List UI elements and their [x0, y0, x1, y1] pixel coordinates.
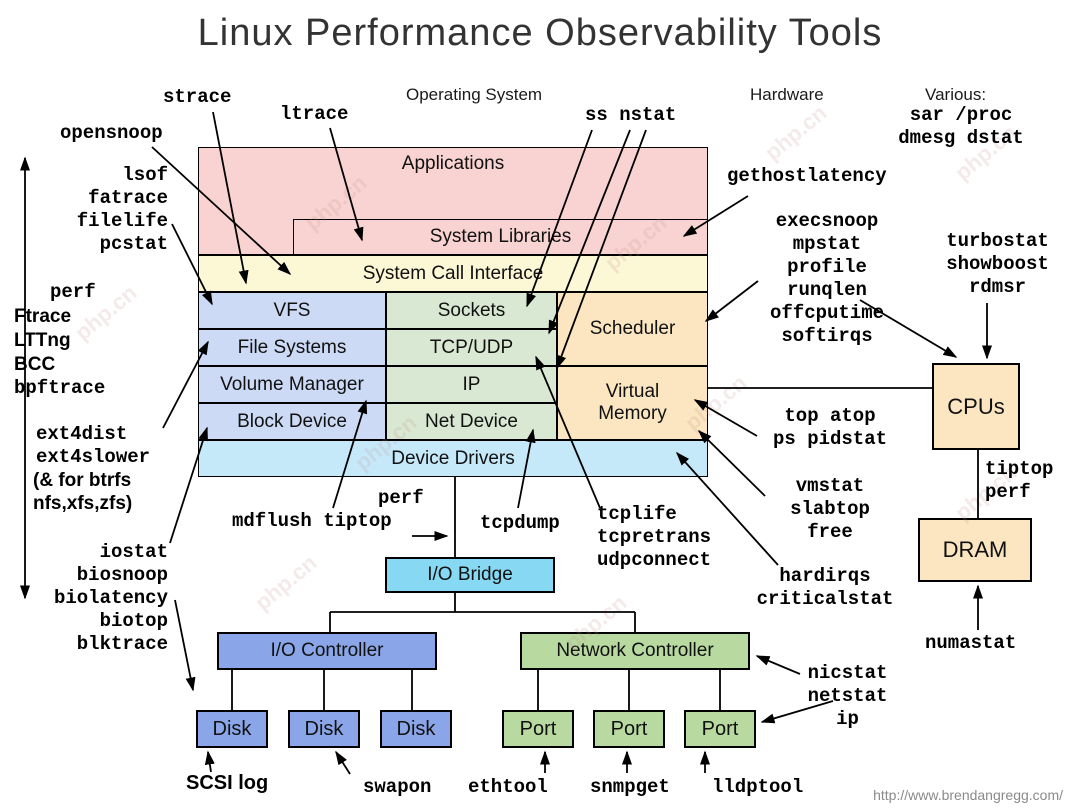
tool-tiptop-perf: tiptop perf [985, 458, 1054, 503]
box-io-bridge: I/O Bridge [385, 557, 555, 593]
header-various: Various: [925, 85, 987, 104]
page-title: Linux Performance Observability Tools [197, 12, 883, 54]
box-cpus: CPUs [932, 363, 1020, 450]
tool-tcpdump: tcpdump [480, 512, 560, 534]
box-scheduler: Scheduler [557, 292, 708, 366]
tool-irq-tools: hardirqs criticalstat [756, 565, 894, 610]
tool-ext4: ext4dist ext4slower [36, 423, 151, 468]
tool-file-tools: lsof fatrace filelife pcstat [76, 164, 168, 255]
tool-lttng: LTTng [14, 330, 71, 351]
box-net-device: Net Device [386, 403, 557, 440]
tool-strace: strace [163, 86, 232, 108]
watermark: php.cn [250, 549, 322, 616]
box-vfs: VFS [198, 292, 386, 329]
tool-gethostlatency: gethostlatency [727, 165, 887, 187]
tool-bcc: BCC [14, 354, 56, 375]
box-port-2: Port [593, 710, 665, 748]
tool-cpu-hw-tools: turbostat showboost rdmsr [946, 230, 1049, 298]
tool-perf: perf [50, 281, 96, 303]
tool-ss-nstat: ss nstat [585, 104, 677, 126]
tool-mdflush-tiptop: mdflush tiptop [232, 510, 392, 532]
tool-scsi-log: SCSI log [186, 772, 269, 794]
footer-url-line1: http://www.brendangregg.com/ [873, 787, 1063, 803]
box-network-controller: Network Controller [520, 632, 750, 670]
tool-numastat: numastat [925, 632, 1017, 654]
tool-bpftrace: bpftrace [14, 377, 106, 399]
header-operating-system: Operating System [406, 85, 543, 104]
box-system-libraries: System Libraries [293, 219, 708, 255]
tool-sched-tools: execsnoop mpstat profile runqlen offcput… [769, 210, 885, 347]
tool-proc-tools: top atop ps pidstat [772, 405, 888, 450]
box-ip: IP [386, 366, 557, 403]
tool-swapon: swapon [363, 776, 432, 798]
tool-various-tools: sar /proc dmesg dstat [898, 104, 1024, 149]
box-disk-2: Disk [288, 710, 360, 748]
box-port-1: Port [502, 710, 574, 748]
box-sockets: Sockets [386, 292, 557, 329]
box-io-controller: I/O Controller [217, 632, 437, 670]
tool-ftrace: Ftrace [14, 306, 72, 327]
note-btrfs: (& for btrfs nfs,xfs,zfs) [33, 470, 133, 514]
box-system-call-interface: System Call Interface [198, 255, 708, 292]
watermark: php.cn [760, 99, 832, 166]
box-dram: DRAM [918, 518, 1032, 582]
tool-opensnoop: opensnoop [60, 122, 163, 144]
box-virtual-memory: Virtual Memory [557, 366, 708, 440]
tool-vm-tools: vmstat slabtop free [790, 475, 870, 543]
tool-perf-io: perf [378, 487, 424, 509]
header-hardware: Hardware [750, 85, 824, 104]
box-block-device: Block Device [198, 403, 386, 440]
tool-snmpget: snmpget [590, 776, 670, 798]
box-disk-3: Disk [380, 710, 452, 748]
box-disk-1: Disk [196, 710, 268, 748]
box-device-drivers: Device Drivers [198, 440, 708, 477]
tool-net-hw-tools: nicstat netstat ip [807, 662, 888, 730]
tool-block-tools: iostat biosnoop biolatency biotop blktra… [53, 541, 168, 655]
tool-ltrace: ltrace [280, 103, 349, 125]
box-tcp-udp: TCP/UDP [386, 329, 557, 366]
tool-tcp-tools: tcplife tcpretrans udpconnect [597, 503, 712, 571]
box-file-systems: File Systems [198, 329, 386, 366]
tool-lldptool: lldptool [712, 776, 804, 798]
footer-url: http://www.brendangregg.com/ linuxperf.h… [820, 767, 1063, 810]
tool-ethtool: ethtool [468, 776, 548, 798]
box-port-3: Port [684, 710, 756, 748]
box-volume-manager: Volume Manager [198, 366, 386, 403]
